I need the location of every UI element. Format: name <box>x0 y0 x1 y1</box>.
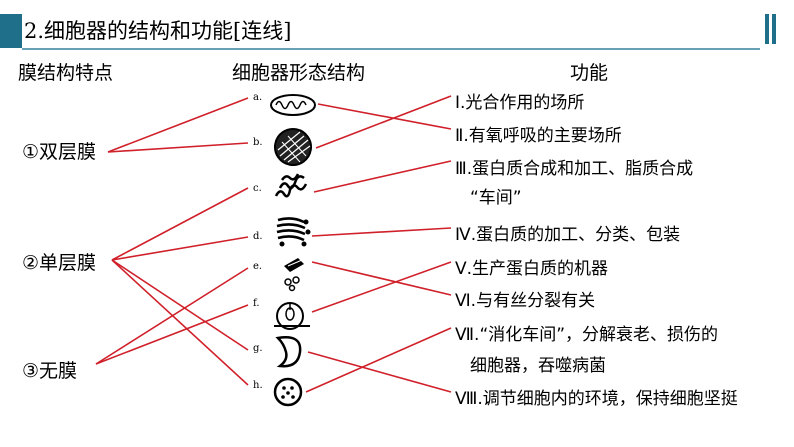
line-g-VIII <box>307 351 452 393</box>
header-function: 功能 <box>570 62 609 84</box>
letter-d: d. <box>253 231 263 242</box>
membrane-double: ①双层膜 <box>22 141 97 163</box>
line-b-I <box>315 95 452 149</box>
function-2: Ⅱ.有氧呼吸的主要场所 <box>455 126 622 146</box>
title-rule <box>22 48 760 50</box>
function-7-continued: 细胞器，吞噬病菌 <box>470 356 606 376</box>
golgi-apparatus-icon <box>276 217 311 247</box>
function-7: Ⅶ.“消化车间”，分解衰老、损伤的 <box>455 325 719 345</box>
letter-f: f. <box>253 298 260 309</box>
line-d-IV <box>311 227 452 237</box>
line-double-b <box>107 142 249 153</box>
line-e-VI <box>311 261 452 296</box>
function-3-continued: “车间” <box>470 188 522 208</box>
letter-e: e. <box>253 261 263 272</box>
membrane-single: ②单层膜 <box>22 252 97 274</box>
header-organelle: 细胞器形态结构 <box>232 62 366 84</box>
letter-h: h. <box>253 380 263 391</box>
letter-c: c. <box>253 183 262 194</box>
chloroplast-icon <box>274 128 312 166</box>
line-none-f <box>95 304 249 365</box>
letter-b: b. <box>253 137 263 148</box>
line-c-III <box>313 160 452 193</box>
line-h-VII <box>305 327 452 393</box>
line-single-d <box>111 236 249 261</box>
mitochondrion-icon <box>270 94 316 116</box>
letter-g: g. <box>253 343 263 354</box>
line-single-c <box>111 187 249 261</box>
line-single-g <box>111 259 249 351</box>
function-6: Ⅵ.与有丝分裂有关 <box>455 291 596 311</box>
function-1: Ⅰ.光合作用的场所 <box>455 93 585 113</box>
lysosome-icon <box>275 336 302 368</box>
vacuole-icon <box>273 377 303 407</box>
function-4: Ⅳ.蛋白质的加工、分类、包装 <box>455 225 681 245</box>
letter-a: a. <box>253 92 263 103</box>
line-f-V <box>311 261 452 313</box>
endoplasmic-reticulum-icon <box>274 173 308 198</box>
line-single-h <box>111 259 249 386</box>
function-3: Ⅲ.蛋白质合成和加工、脂质合成 <box>455 159 694 179</box>
function-5: Ⅴ.生产蛋白质的机器 <box>455 259 609 279</box>
line-a-II <box>317 103 452 130</box>
centrosome-icon <box>274 302 310 330</box>
page-title: 2.细胞器的结构和功能[连线] <box>24 19 292 43</box>
title-accent <box>0 14 22 48</box>
line-none-e <box>95 267 249 365</box>
title-bars-decoration <box>762 14 776 48</box>
membrane-none: ③无膜 <box>22 360 78 382</box>
function-8: Ⅷ.调节细胞内的环境，保持细胞坚挺 <box>455 389 738 409</box>
line-double-a <box>107 97 249 153</box>
ribosome-icon <box>284 258 304 292</box>
header-membrane: 膜结构特点 <box>18 62 114 84</box>
title-bar: 2.细胞器的结构和功能[连线] <box>0 14 760 50</box>
